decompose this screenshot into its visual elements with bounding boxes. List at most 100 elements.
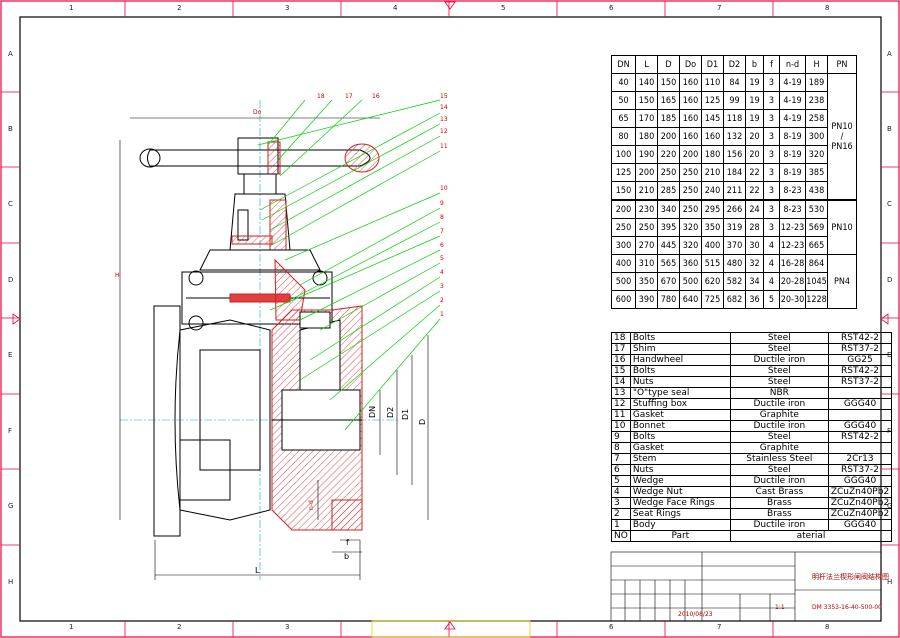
dim-l: L (255, 566, 260, 575)
ruler-row-c-right: C (887, 200, 892, 208)
ruler-col-7-bottom: 7 (717, 623, 722, 631)
dimension-lines (119, 117, 429, 580)
ruler-col-2: 2 (177, 4, 182, 12)
callout-18: 18 (317, 93, 325, 100)
pn-group-3: PN4 (827, 254, 857, 309)
callout-7: 7 (440, 228, 444, 235)
callout-12: 12 (440, 128, 448, 135)
pn-group-2: PN10 (827, 199, 857, 255)
callout-14: 14 (440, 104, 448, 111)
callout-11: 11 (440, 143, 448, 150)
stem-yoke (229, 173, 291, 251)
callout-16: 16 (372, 93, 380, 100)
ruler-col-8-bottom: 8 (825, 623, 830, 631)
ruler-row-h-right: H (887, 578, 893, 586)
ruler-row-c: C (8, 200, 13, 208)
ruler-col-3-bottom: 3 (285, 623, 290, 631)
ruler-row-b: B (8, 125, 13, 133)
ruler-col-6-bottom: 6 (609, 623, 614, 631)
callout-2: 2 (440, 297, 444, 304)
handwheel (139, 137, 380, 175)
leader-lines (257, 99, 441, 431)
ruler-col-3: 3 (285, 4, 290, 12)
valve-body (153, 305, 363, 537)
title-block-drawing-no: DM 3353-16-40-500-00 (812, 604, 882, 611)
pn-label: PN16 (831, 141, 853, 152)
ruler-row-a: A (8, 50, 13, 58)
dim-h: H (115, 272, 120, 279)
callout-5: 5 (440, 255, 444, 262)
dimension-cell: 1228 (805, 290, 828, 309)
title-block-scale: 1:1 (775, 604, 785, 611)
ruler-col-4: 4 (393, 4, 398, 12)
dim-b: b (344, 552, 350, 561)
pn-label: PN10 (831, 121, 853, 132)
ruler-col-1-bottom: 1 (69, 623, 74, 631)
ruler-col-7: 7 (717, 4, 722, 12)
ruler-row-a-right: A (887, 50, 892, 58)
dimension-cell: 285 (657, 181, 680, 201)
callout-9: 9 (440, 200, 444, 207)
callout-4: 4 (440, 269, 444, 276)
dimension-cell: 210 (701, 163, 724, 182)
dimension-cell: 385 (805, 163, 828, 182)
ruler-col-5: 5 (501, 4, 506, 12)
dim-do: Do (253, 109, 262, 116)
callout-1: 1 (440, 311, 444, 318)
dim-f: f (346, 538, 349, 547)
ruler-col-2-bottom: 2 (177, 623, 182, 631)
dimension-cell: 780 (657, 290, 680, 309)
callout-3: 3 (440, 283, 444, 290)
ruler-row-d: D (8, 276, 14, 284)
ruler-row-h: H (8, 578, 14, 586)
col-pn: PN (827, 55, 857, 74)
ruler-row-b-right: B (887, 125, 892, 133)
callout-10: 10 (440, 185, 448, 192)
pn-label: / (840, 131, 844, 142)
callout-13: 13 (440, 116, 448, 123)
ruler-row-g: G (8, 502, 14, 510)
callout-6: 6 (440, 242, 444, 249)
pn-group-1: PN10/PN16 (827, 73, 857, 201)
callout-17: 17 (345, 93, 353, 100)
callout-8: 8 (440, 214, 444, 221)
part-grade: GGG40 (827, 519, 893, 531)
title-block-date: 2010/08/23 (678, 611, 713, 618)
footer-material: aterial (729, 530, 893, 542)
ruler-row-f: F (8, 427, 13, 435)
callout-15: 15 (440, 93, 448, 100)
ruler-row-d-right: D (887, 276, 893, 284)
dimension-cell: 211 (723, 181, 746, 201)
title-block-title: 明杆法兰楔形闸阀结构图 (812, 573, 889, 581)
ruler-row-e: E (8, 351, 13, 359)
dimension-cell: 438 (805, 181, 828, 201)
ruler-col-6: 6 (609, 4, 614, 12)
ruler-col-1: 1 (69, 4, 74, 12)
